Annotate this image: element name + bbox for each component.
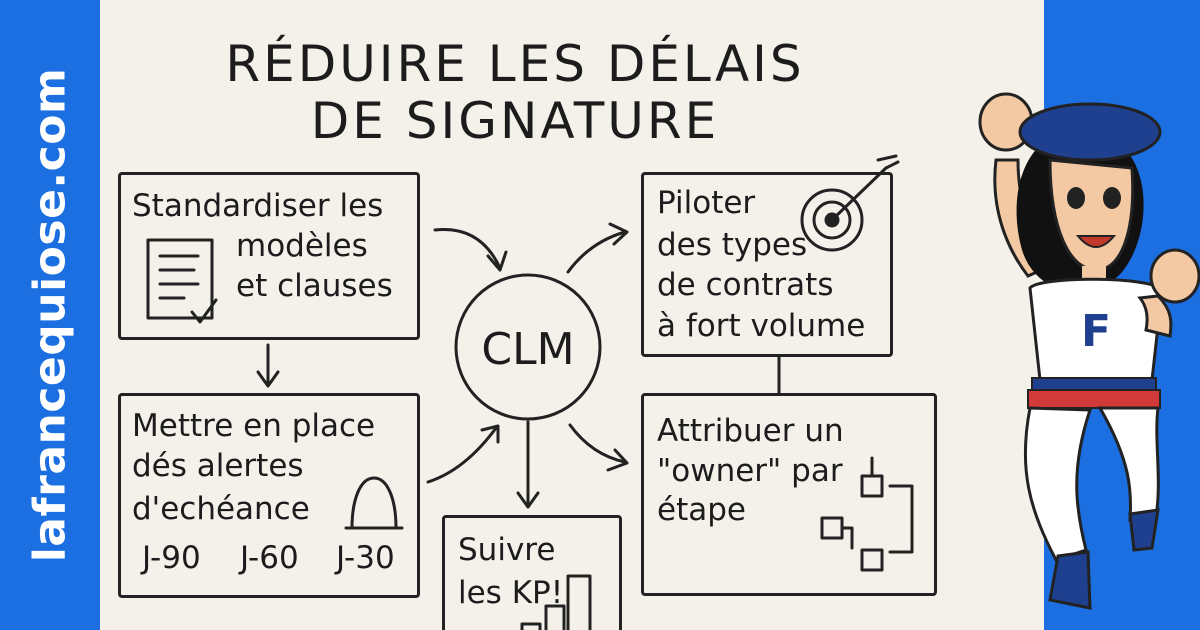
owner-line-1: Attribuer un <box>657 413 844 449</box>
standardize-line-2: modèles <box>236 228 368 264</box>
arrow-standardize-to-clm <box>433 227 502 270</box>
alerts-line-3: d'echéance <box>132 491 310 527</box>
pilot-line-2: des types <box>657 227 808 263</box>
pilot-line-1: Piloter <box>657 185 756 221</box>
superhero-woman-illustration: F <box>978 92 1200 610</box>
alert-tick-90: J-90 <box>142 540 201 576</box>
kpi-line-1: Suivre <box>458 532 556 568</box>
arrow-clm-to-owner <box>568 423 627 464</box>
standardize-line-3: et clauses <box>236 268 393 304</box>
owner-line-2: "owner" par <box>657 453 843 489</box>
sketch-canvas: RÉDUIRE LES DÉLAIS DE SIGNATURE Standard… <box>100 0 1044 630</box>
arrow-clm-to-pilot <box>566 230 627 274</box>
bell-icon <box>344 476 404 530</box>
hero-shirt-letter: F <box>1081 306 1111 357</box>
box-owner <box>641 393 937 596</box>
standardize-line-1: Standardiser les <box>132 188 384 224</box>
box-alerts <box>118 393 420 598</box>
arrow-alerts-to-clm <box>426 426 498 484</box>
alerts-line-2: dés alertes <box>132 448 304 484</box>
box-kpi <box>442 515 622 630</box>
clm-label: CLM <box>481 324 574 375</box>
owner-line-3: étape <box>657 492 746 528</box>
document-check-icon <box>146 238 218 324</box>
left-brand-bar: lafrancequiose.com <box>0 0 100 630</box>
target-arrow-icon <box>800 154 900 252</box>
workflow-squares-icon <box>820 456 914 572</box>
box-standardize <box>118 172 420 340</box>
pilot-line-4: à fort volume <box>657 308 866 344</box>
kpi-bars-icon <box>520 574 592 630</box>
alert-tick-30: J-30 <box>336 540 395 576</box>
box-pilot <box>641 172 893 357</box>
title-line-2: DE SIGNATURE <box>310 92 720 150</box>
diagram-ink: CLM <box>146 154 914 630</box>
pilot-line-3: de contrats <box>657 267 834 303</box>
alerts-line-1: Mettre en place <box>132 408 376 444</box>
title-line-1: RÉDUIRE LES DÉLAIS <box>225 35 805 93</box>
clm-circle <box>454 273 602 421</box>
brand-text: lafrancequiose.com <box>24 67 76 563</box>
alert-tick-60: J-60 <box>240 540 299 576</box>
